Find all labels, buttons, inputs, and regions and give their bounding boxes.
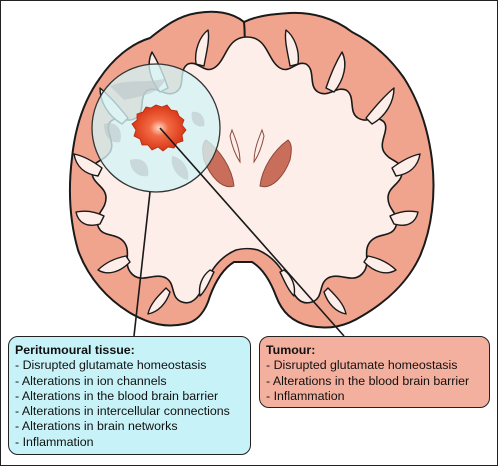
list-item: - Disrupted glutamate homeostasis — [266, 358, 458, 373]
list-item: - Alterations in the blood brain barrier — [266, 373, 470, 388]
list-item: - Disrupted glutamate homeostasis — [15, 358, 207, 373]
tumour-box: Tumour: - Disrupted glutamate homeostasi… — [259, 336, 490, 408]
peritumoural-title: Peritumoural tissue: — [15, 343, 135, 357]
tumour-core — [131, 104, 187, 152]
peritumoural-tissue-box: Peritumoural tissue: - Disrupted glutama… — [8, 336, 251, 455]
list-item: - Inflammation — [266, 388, 345, 403]
tumour-title: Tumour: — [266, 343, 316, 357]
list-item: - Alterations in intercellular connectio… — [15, 404, 230, 419]
list-item: - Alterations in the blood brain barrier — [15, 388, 219, 403]
list-item: - Alterations in ion channels — [15, 373, 167, 388]
peritumoural-list: - Disrupted glutamate homeostasis - Alte… — [15, 358, 242, 450]
tumour-list: - Disrupted glutamate homeostasis - Alte… — [266, 358, 481, 404]
peritumoural-pointer-line — [133, 191, 151, 337]
halo-shading — [104, 78, 205, 180]
lateral-ventricles — [229, 128, 265, 164]
list-item: - Alterations in brain networks — [15, 419, 178, 434]
list-item: - Inflammation — [15, 434, 94, 449]
tumour-pointer-line — [159, 127, 345, 337]
